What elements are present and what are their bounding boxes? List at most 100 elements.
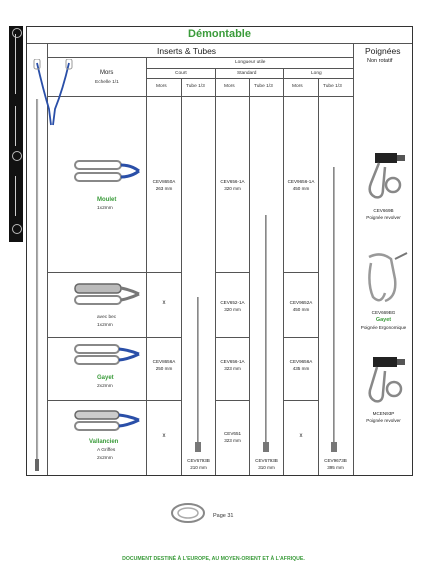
- echelle-label: Echelle 1/1: [95, 80, 119, 85]
- court-len-moulet: 263 mm: [155, 186, 173, 191]
- vallancien-jaw-image: [74, 410, 140, 431]
- gayet-jaw-image: [74, 344, 140, 365]
- divider: [27, 43, 412, 44]
- row-divider: [47, 400, 182, 401]
- court-code-vallancien: x: [162, 433, 166, 439]
- side-tab-strip: [9, 26, 23, 242]
- court-len-gayet: 250 mm: [155, 366, 173, 371]
- row-desc-vallancien-line1: A Griffes: [97, 448, 116, 453]
- col-divider: [318, 78, 319, 475]
- divider: [146, 68, 353, 69]
- long-code-vallancien: x: [299, 433, 303, 439]
- long-code-gayet: CEV9656A: [289, 359, 313, 364]
- divider: [146, 78, 353, 79]
- row-divider: [283, 337, 318, 338]
- col-divider: [353, 43, 354, 475]
- long-len-gayet: 435 mm: [292, 366, 310, 371]
- long-tube-len: 395 mm: [327, 465, 344, 470]
- standard-tube-subheader: Tube 1/3: [254, 84, 273, 89]
- standard-tube-image: [263, 215, 269, 452]
- long-tube-image: [331, 167, 337, 452]
- court-tube-len: 210 mm: [190, 465, 207, 470]
- overview-jaw-image: [33, 59, 73, 126]
- row-divider: [215, 272, 250, 273]
- row-divider: [215, 400, 250, 401]
- product-table: Démontable Inserts & Tubes Poignées Non …: [26, 26, 413, 476]
- col-divider: [283, 68, 284, 475]
- long-mors-subheader: Mors: [292, 84, 303, 89]
- standard-len-gayet: 323 mm: [224, 366, 241, 371]
- side-instrument-icon: [12, 224, 22, 234]
- row-desc-bec: 1x2mm: [97, 323, 113, 328]
- side-instrument-line: [15, 106, 16, 146]
- standard-len-moulet: 320 mm: [224, 186, 241, 191]
- footer-disclaimer: DOCUMENT DESTINÉ À L'EUROPE, AU MOYEN-OR…: [122, 556, 305, 562]
- handle-label-3: Poignée revolver: [366, 418, 401, 423]
- court-code-bec: x: [162, 300, 166, 306]
- row-desc-moulet: 1x2mm: [97, 206, 113, 211]
- long-len-bec: 450 mm: [292, 307, 310, 312]
- row-desc-vallancien: 2x2mm: [97, 456, 113, 461]
- side-instrument-icon: [12, 151, 22, 161]
- standard-code-gayet: CEV656-1A: [220, 359, 245, 364]
- court-tube-image: [195, 297, 201, 452]
- row-divider: [47, 272, 182, 273]
- full-instrument-image: [35, 99, 39, 471]
- court-mors-subheader: Mors: [156, 84, 167, 89]
- longueur-utile-header: Longueur utile: [235, 60, 266, 65]
- handle-code-1: CEV669B: [373, 208, 394, 213]
- side-instrument-line: [15, 34, 16, 94]
- side-instrument-line: [15, 176, 16, 216]
- divider: [47, 57, 353, 58]
- non-rotatif-label: Non rotatif: [367, 58, 393, 64]
- row-divider: [283, 400, 318, 401]
- handle-name-2: Gayet: [375, 317, 392, 323]
- page-number: Page 31: [213, 513, 234, 519]
- long-tube-code: CEV9673B: [324, 458, 347, 463]
- col-divider: [146, 57, 147, 475]
- long-code-moulet: CEV9656-1A: [287, 179, 315, 184]
- standard-tube-len: 310 mm: [258, 465, 275, 470]
- row-desc-bec-line1: avec bec: [97, 315, 117, 320]
- mors-header: Mors: [100, 70, 114, 76]
- court-code-gayet: CEV8656A: [152, 359, 176, 364]
- standard-tube-code: CEV6793B: [255, 458, 278, 463]
- court-tube-subheader: Tube 1/3: [186, 84, 205, 89]
- cable-icon: [171, 503, 205, 523]
- court-code-moulet: CEV8650A: [152, 179, 176, 184]
- page-title: Démontable: [188, 28, 251, 40]
- side-instrument-icon: [12, 28, 22, 38]
- col-divider: [47, 43, 48, 475]
- handle-label-2: Poignée Ergonomique: [360, 325, 407, 330]
- col-divider: [249, 78, 250, 475]
- handle-ergonomic-image: [368, 252, 408, 303]
- standard-header: Standard: [237, 71, 257, 76]
- court-header: Court: [175, 71, 187, 76]
- col-divider: [181, 78, 182, 475]
- standard-len-bec: 320 mm: [224, 307, 241, 312]
- moulet-jaw-image: [74, 160, 140, 182]
- long-code-bec: CEV9652A: [289, 300, 313, 305]
- standard-mors-subheader: Mors: [224, 84, 235, 89]
- poignees-heading: Poignées: [365, 46, 401, 56]
- long-header: Long: [311, 71, 322, 76]
- standard-len-vallancien: 323 mm: [224, 438, 241, 443]
- court-tube-code: CEV6793B: [187, 458, 210, 463]
- row-divider: [47, 337, 182, 338]
- handle-revolver-2-image: [368, 357, 405, 403]
- row-divider: [215, 337, 250, 338]
- handle-code-2: CEV669BG: [371, 310, 396, 315]
- row-desc-gayet: 2x2mm: [97, 384, 113, 389]
- bec-jaw-image: [74, 283, 140, 305]
- inserts-tubes-heading: Inserts & Tubes: [157, 46, 217, 56]
- standard-code-vallancien: CEV651: [223, 431, 242, 436]
- handle-label-1: Poignée revolver: [366, 215, 401, 220]
- row-divider: [283, 272, 318, 273]
- standard-code-moulet: CEV656-1A: [220, 179, 245, 184]
- handle-code-3: MCEN93P: [372, 411, 395, 416]
- handle-revolver-image: [368, 153, 405, 199]
- long-len-moulet: 450 mm: [292, 186, 310, 191]
- row-name-vallancien: Vallancien: [89, 439, 119, 445]
- long-tube-subheader: Tube 1/3: [323, 84, 342, 89]
- col-divider: [215, 68, 216, 475]
